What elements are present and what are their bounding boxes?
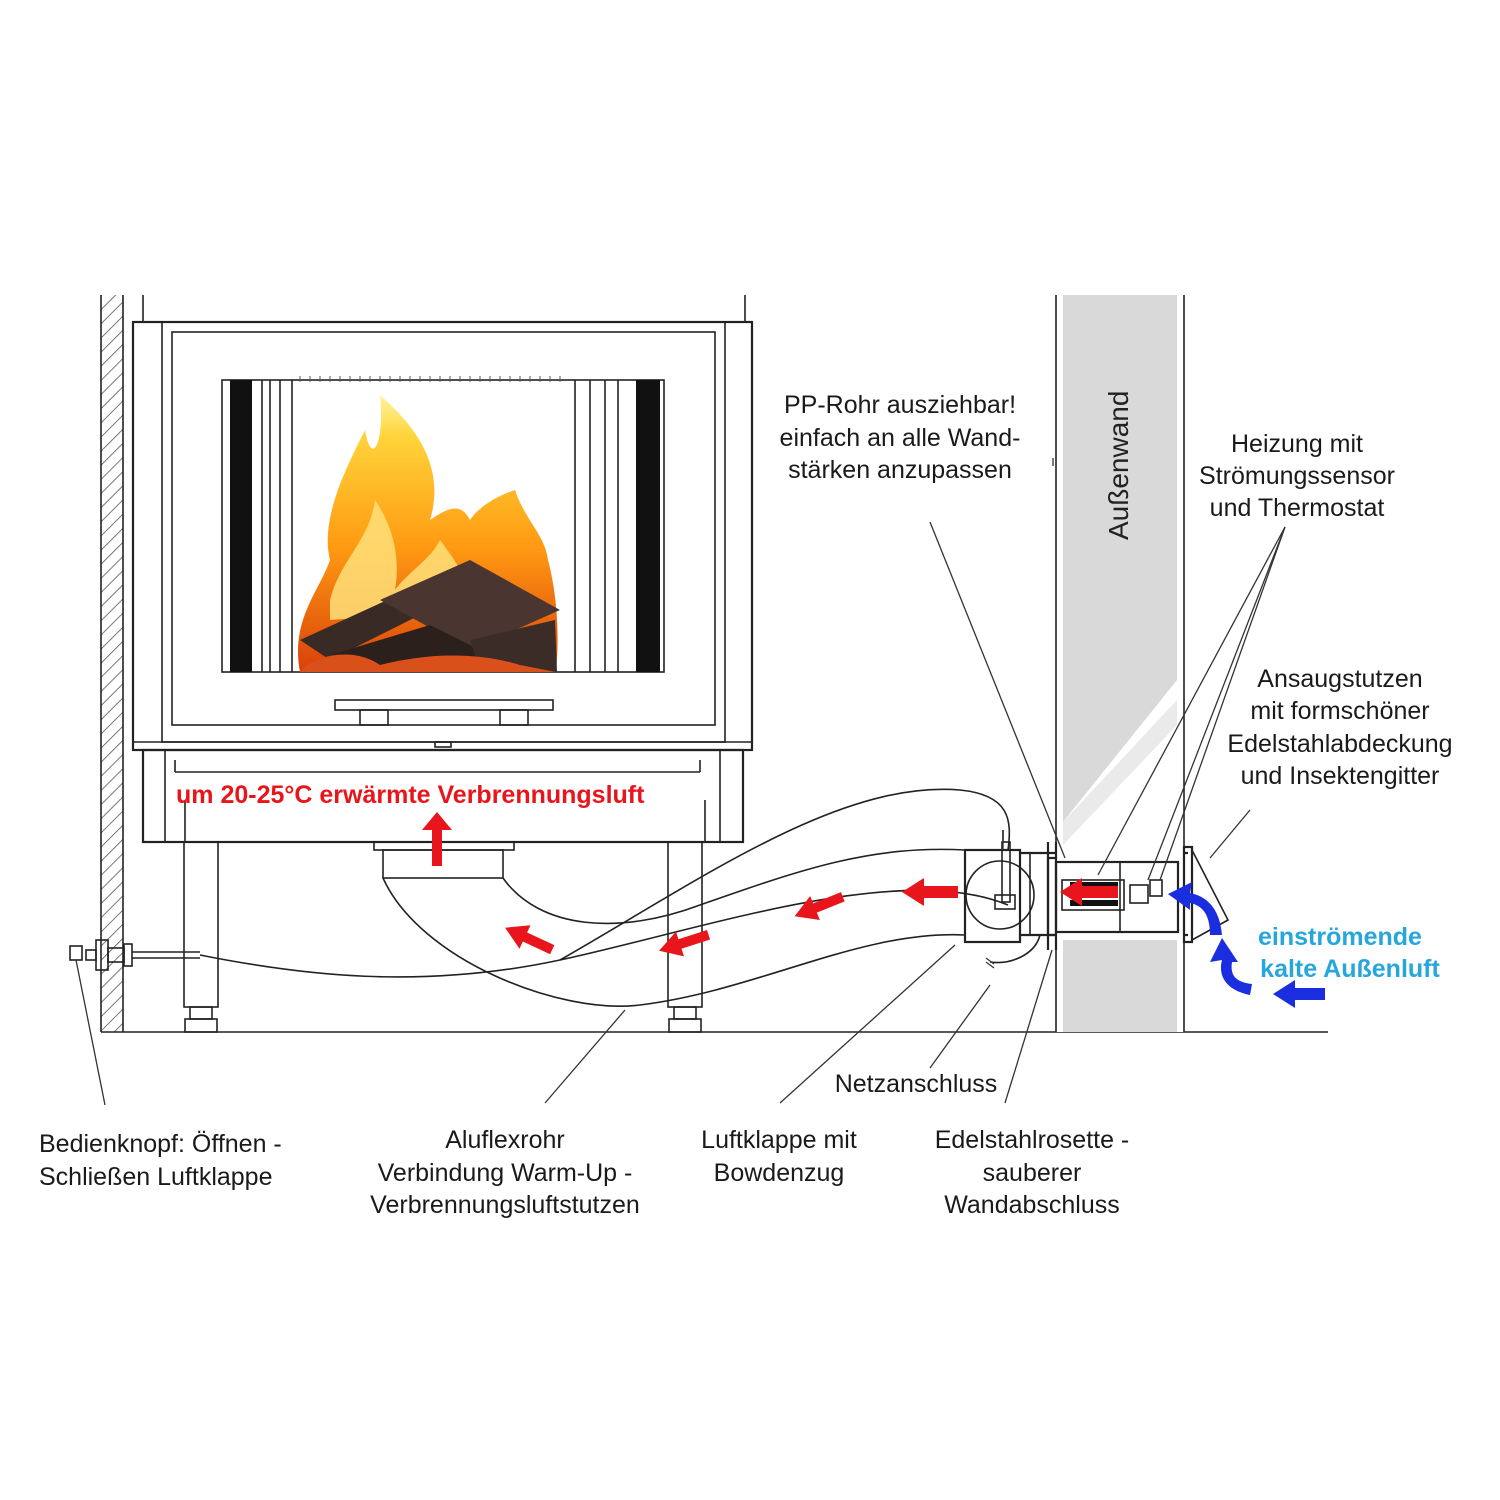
label-luftklappe: Luftklappe mit Bowdenzug [701,1126,857,1187]
label-heizung: Heizung mit Strömungssensor und Thermost… [1199,430,1395,522]
combustion-air-socket [373,841,515,879]
label-ansaug-line: Ansaugstutzen [1257,665,1422,693]
label-rosette-line: sauberer [983,1159,1082,1187]
label-rosette-line: Wandabschluss [944,1191,1120,1219]
label-bedienknopf-line: Bedienknopf: Öffnen - [39,1130,282,1158]
label-ansaug: Ansaugstutzen mit formschöner Edelstahla… [1227,665,1452,790]
chimney-lines [142,295,746,322]
door-handle [334,699,554,726]
label-bedienknopf-line: Schließen Luftklappe [39,1163,272,1191]
flame-icon [297,395,560,672]
label-heizung-line: und Thermostat [1210,494,1385,522]
label-luftklappe-line: Luftklappe mit [701,1126,857,1154]
vent-ticks [299,376,561,382]
power-cable [989,934,1041,964]
label-netzanschluss: Netzanschluss [835,1070,998,1098]
label-heizung-line: Strömungssensor [1199,462,1395,490]
label-luftklappe-line: Bowdenzug [714,1159,845,1187]
label-warm-air: um 20-25°C erwärmte Verbrennungsluft [176,781,645,809]
blue-arrow-icon [1168,882,1325,1008]
leader-lines [75,458,1286,1106]
label-ansaug-line: mit formschöner [1250,697,1429,725]
label-bedienknopf: Bedienknopf: Öffnen - Schließen Luftklap… [39,1130,282,1191]
bowden-cable [199,788,1011,978]
red-arrow-icon [422,812,1118,906]
red-arrow-icon [505,892,845,957]
label-cold-air: einströmende kalte Außenluft [1258,923,1440,983]
label-pp-rohr-line: einfach an alle Wand- [780,424,1021,452]
stove-legs [183,841,703,1033]
label-ansaug-line: Edelstahlabdeckung [1227,730,1452,758]
label-ansaug-line: und Insektengitter [1241,762,1440,790]
label-aluflex: Aluflexrohr Verbindung Warm-Up - Verbren… [370,1126,640,1219]
outer-wall-label: Außenwand [1103,391,1134,540]
right-side-panel [574,380,660,672]
label-rosette: Edelstahlrosette - sauberer Wandabschlus… [935,1126,1130,1219]
aluflex-hose [382,848,966,1007]
label-pp-rohr-line: stärken anzupassen [788,456,1012,484]
control-knob[interactable] [69,939,200,971]
label-rosette-line: Edelstahlrosette - [935,1126,1130,1154]
label-pp-rohr-line: PP-Rohr ausziehbar! [784,391,1016,419]
label-cold-air-line: kalte Außenluft [1260,955,1440,983]
air-flap-housing [963,830,1035,944]
label-aluflex-line: Verbrennungsluftstutzen [370,1191,640,1219]
label-aluflex-line: Aluflexrohr [445,1126,565,1154]
inner-wall [100,295,124,1032]
wall-rosette [1046,842,1058,950]
label-pp-rohr: PP-Rohr ausziehbar! einfach an alle Wand… [780,391,1021,484]
label-heizung-line: Heizung mit [1231,430,1363,458]
label-cold-air-line: einströmende [1258,923,1422,951]
left-side-panel [230,380,293,672]
label-aluflex-line: Verbindung Warm-Up - [378,1159,633,1187]
